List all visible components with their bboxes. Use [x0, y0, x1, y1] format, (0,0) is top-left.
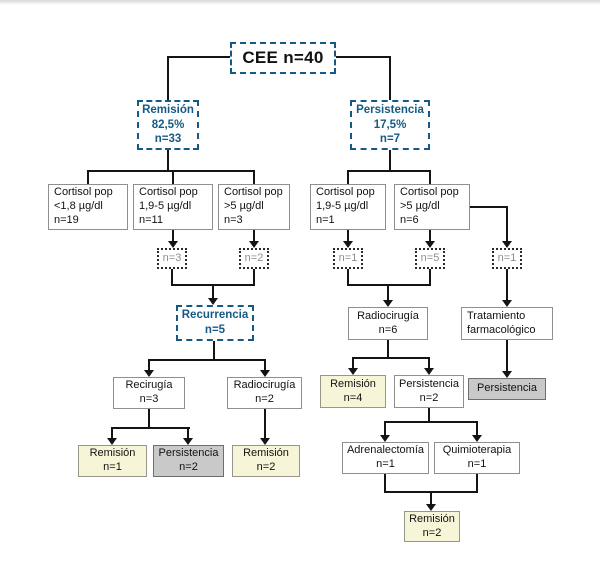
connector-vline: [506, 269, 508, 300]
arrowhead-down: [107, 438, 117, 445]
connector-vline: [148, 409, 150, 427]
connector-hline: [336, 56, 391, 58]
connector-vline: [476, 474, 478, 491]
node-remision-n2-final: Remisión n=2: [404, 511, 460, 542]
arrowhead-down: [260, 438, 270, 445]
arrowhead-down: [208, 298, 218, 305]
arrowhead-down: [502, 241, 512, 248]
node-dotted-n1-left: n=1: [333, 248, 363, 269]
connector-hline: [385, 421, 478, 423]
connector-vline: [264, 409, 266, 438]
connector-vline: [352, 357, 354, 368]
arrowhead-down: [383, 300, 393, 307]
arrowhead-down: [183, 438, 193, 445]
connector-vline: [213, 341, 215, 359]
connector-vline: [389, 150, 391, 170]
node-cortisol-19-5-n1: Cortisol pop 1,9-5 µg/dl n=1: [310, 184, 386, 230]
connector-vline: [430, 491, 432, 504]
connector-hline: [352, 357, 430, 359]
arrowhead-down: [424, 368, 434, 375]
connector-vline: [347, 269, 349, 284]
connector-hline: [171, 284, 255, 286]
node-persistencia-root: Persistencia 17,5% n=7: [350, 100, 430, 150]
node-recurrencia: Recurrencia n=5: [176, 305, 254, 341]
connector-hline: [111, 427, 190, 429]
connector-vline: [476, 421, 478, 435]
connector-vline: [167, 56, 169, 100]
connector-vline: [429, 269, 431, 284]
node-recirugia-n3: Recirugía n=3: [113, 377, 185, 409]
connector-vline: [384, 474, 386, 491]
connector-vline: [172, 230, 174, 241]
node-remision-root: Remisión 82,5% n=33: [137, 100, 199, 150]
node-cortisol-19-5-n11: Cortisol pop 1,9-5 µg/dl n=11: [133, 184, 213, 230]
arrowhead-down: [426, 504, 436, 511]
connector-vline: [428, 408, 430, 421]
connector-vline: [506, 340, 508, 371]
connector-hline: [347, 284, 431, 286]
arrowhead-down: [380, 435, 390, 442]
arrowhead-down: [144, 370, 154, 377]
connector-vline: [429, 170, 431, 184]
node-radiocirugia-n2: Radiocirugía n=2: [227, 377, 302, 409]
node-cortisol-lt18-n19: Cortisol pop <1,8 µg/dl n=19: [48, 184, 128, 230]
connector-vline: [428, 357, 430, 368]
node-cee-root: CEE n=40: [230, 42, 336, 74]
arrowhead-down: [249, 241, 259, 248]
connector-vline: [384, 421, 386, 435]
connector-vline: [148, 359, 150, 370]
arrowhead-down: [260, 370, 270, 377]
node-dotted-n1-right: n=1: [492, 248, 522, 269]
connector-vline: [387, 286, 389, 300]
node-remision-n4: Remisión n=4: [320, 375, 386, 408]
node-persistencia-n2-recirugia: Persistencia n=2: [153, 445, 224, 477]
arrowhead-down: [502, 371, 512, 378]
connector-hline: [347, 170, 431, 172]
connector-vline: [347, 170, 349, 184]
connector-vline: [212, 286, 214, 298]
connector-hline: [87, 170, 255, 172]
arrowhead-down: [168, 241, 178, 248]
connector-vline: [171, 269, 173, 284]
arrowhead-down: [425, 241, 435, 248]
connector-vline: [253, 269, 255, 284]
node-dotted-n5: n=5: [415, 248, 445, 269]
connector-vline: [111, 427, 113, 438]
node-dotted-n2: n=2: [239, 248, 269, 269]
connector-vline: [387, 340, 389, 357]
node-cortisol-gt5-n3: Cortisol pop >5 µg/dl n=3: [218, 184, 290, 230]
page-top-edge: [0, 0, 600, 5]
node-quimioterapia-n1: Quimioterapia n=1: [434, 442, 520, 474]
node-radiocirugia-n6: Radiocirugía n=6: [348, 307, 428, 340]
node-dotted-n3: n=3: [157, 248, 187, 269]
connector-vline: [87, 170, 89, 184]
connector-hline: [470, 206, 508, 208]
node-tratamiento-farmacologico: Tratamiento farmacológico: [461, 307, 553, 340]
connector-hline: [167, 56, 230, 58]
connector-hline: [148, 359, 266, 361]
connector-vline: [506, 206, 508, 241]
node-persistencia-farmacologico: Persistencia: [468, 378, 546, 400]
arrowhead-down: [343, 241, 353, 248]
node-remision-n2-radiocirugia: Remisión n=2: [232, 445, 300, 477]
connector-vline: [167, 150, 169, 170]
connector-vline: [264, 359, 266, 370]
connector-vline: [389, 56, 391, 100]
node-adrenalectomia-n1: Adrenalectomía n=1: [342, 442, 429, 474]
connector-vline: [253, 170, 255, 184]
arrowhead-down: [348, 368, 358, 375]
arrowhead-down: [472, 435, 482, 442]
node-persistencia-n2-radio: Persistencia n=2: [394, 375, 464, 408]
arrowhead-down: [502, 300, 512, 307]
connector-vline: [253, 230, 255, 241]
connector-vline: [172, 170, 174, 184]
node-cortisol-gt5-n6: Cortisol pop >5 µg/dl n=6: [394, 184, 470, 230]
node-remision-n1: Remisión n=1: [78, 445, 147, 477]
connector-vline: [429, 230, 431, 241]
connector-vline: [187, 427, 189, 438]
connector-vline: [347, 230, 349, 241]
